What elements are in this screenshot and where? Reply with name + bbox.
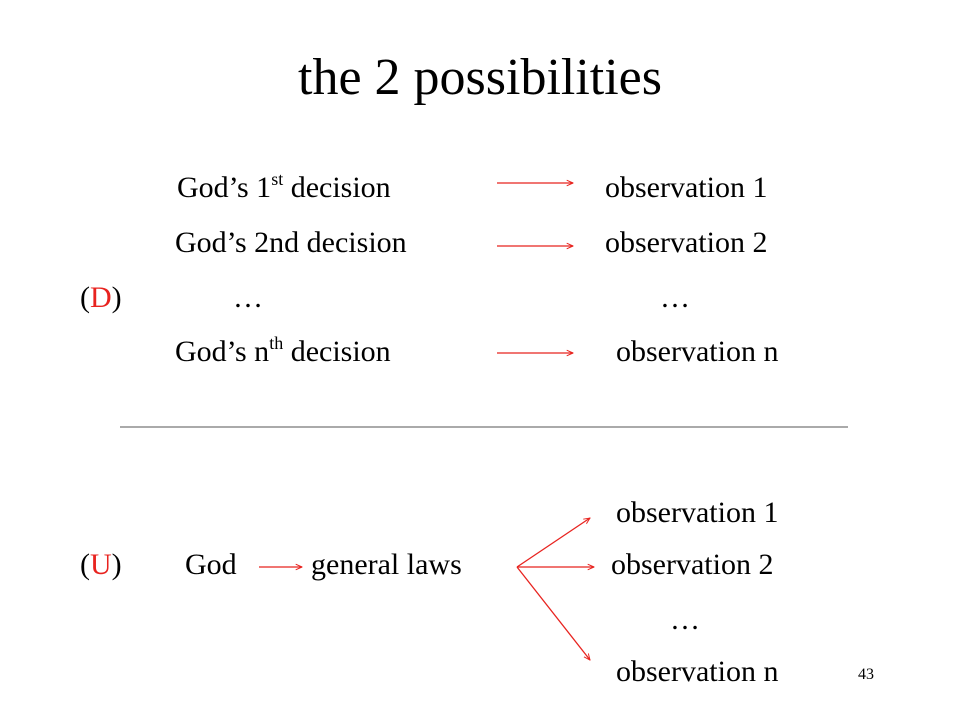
decision-row-n: God’s nth decision [175,334,391,368]
d-marker-letter: D [90,281,112,314]
decision-ellipsis: … [233,281,263,314]
observation-ellipsis: … [660,281,690,314]
decision-1-superscript: st [271,169,284,189]
decision-n-prefix: God’s n [175,335,270,368]
u-observation-n: observation n [616,655,779,688]
u-marker-letter: U [90,548,112,581]
u-marker-close: ) [111,548,122,581]
u-marker: (U) [80,550,122,580]
observation-row-1: observation 1 [605,171,768,204]
u-observation-ellipsis: … [670,603,700,636]
u-marker-open: ( [80,548,90,581]
observation-row-n: observation n [616,335,779,368]
u-source-god: God [185,548,237,581]
decision-1-suffix: decision [283,171,391,204]
u-observation-1: observation 1 [616,496,779,529]
decision-row-2: God’s 2nd decision [175,226,407,259]
arrow-laws-to-obs-1 [516,518,590,568]
u-observation-2: observation 2 [611,548,774,581]
page-number: 43 [858,666,874,683]
decision-row-1: God’s 1st decision [177,170,391,204]
d-marker: (D) [80,283,122,313]
u-general-laws: general laws [311,548,462,581]
slide-title: the 2 possibilities [298,49,662,106]
decision-n-suffix: decision [283,335,391,368]
observation-row-2: observation 2 [605,226,768,259]
arrow-laws-to-obs-n [516,566,590,660]
d-marker-close: ) [111,281,122,314]
d-marker-open: ( [80,281,90,314]
decision-1-prefix: God’s 1 [177,171,272,204]
decision-n-superscript: th [269,333,284,353]
